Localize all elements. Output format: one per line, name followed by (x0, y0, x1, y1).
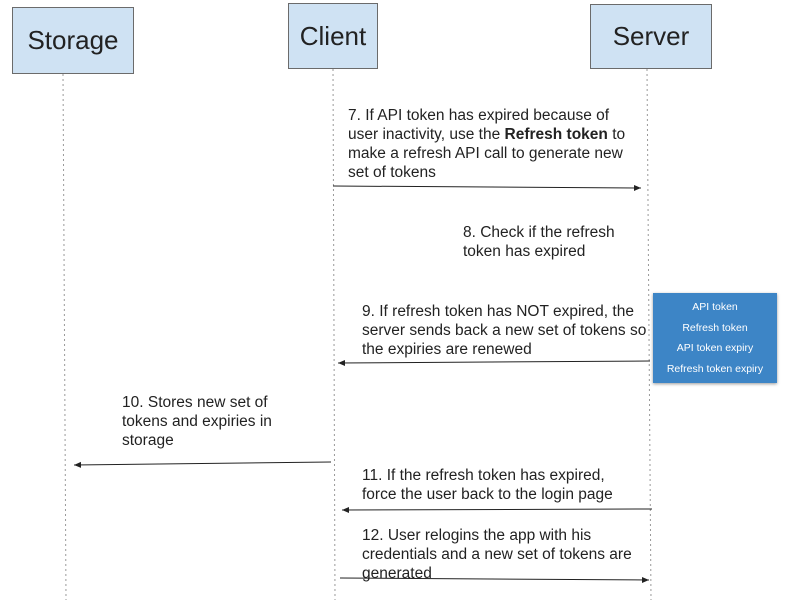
token-item-api-token: API token (692, 301, 738, 314)
token-item-refresh-token-expiry: Refresh token expiry (666, 362, 764, 375)
token-item-api-token-expiry: API token expiry (676, 342, 754, 355)
arrow-step10 (73, 461, 332, 468)
token-box: API token Refresh token API token expiry… (653, 293, 777, 383)
step7-text-bold: Refresh token (504, 126, 608, 143)
client-actor: Client (288, 3, 378, 69)
step10-message: 10. Stores new set of tokens and expirie… (122, 394, 272, 449)
step7-message: 7. If API token has expired because of u… (348, 106, 625, 182)
step9-message: 9. If refresh token has NOT expired, the… (362, 303, 647, 358)
step7-text-b: to make a refresh API call to generate n… (348, 126, 626, 181)
step8-message: 8. Check if the refresh token has expire… (463, 224, 615, 260)
storage-actor: Storage (12, 7, 134, 74)
step11-message: 11. If the refresh token has expired, fo… (362, 467, 613, 503)
arrow-step9 (337, 359, 651, 366)
storage-label: Storage (27, 25, 119, 55)
arrow-step12 (339, 576, 650, 583)
client-lifeline (332, 68, 336, 600)
step7-text-a: 7. If API token has expired because of u… (348, 107, 610, 143)
client-label: Client (299, 20, 367, 51)
server-lifeline (646, 68, 652, 600)
step12-message: 12. User relogins the app with his crede… (362, 527, 632, 582)
server-label: Server (612, 21, 690, 51)
storage-lifeline (62, 73, 67, 600)
server-actor: Server (590, 4, 712, 69)
token-item-refresh-token: Refresh token (682, 321, 748, 334)
arrow-step11 (341, 506, 653, 513)
arrow-step7 (332, 184, 642, 191)
